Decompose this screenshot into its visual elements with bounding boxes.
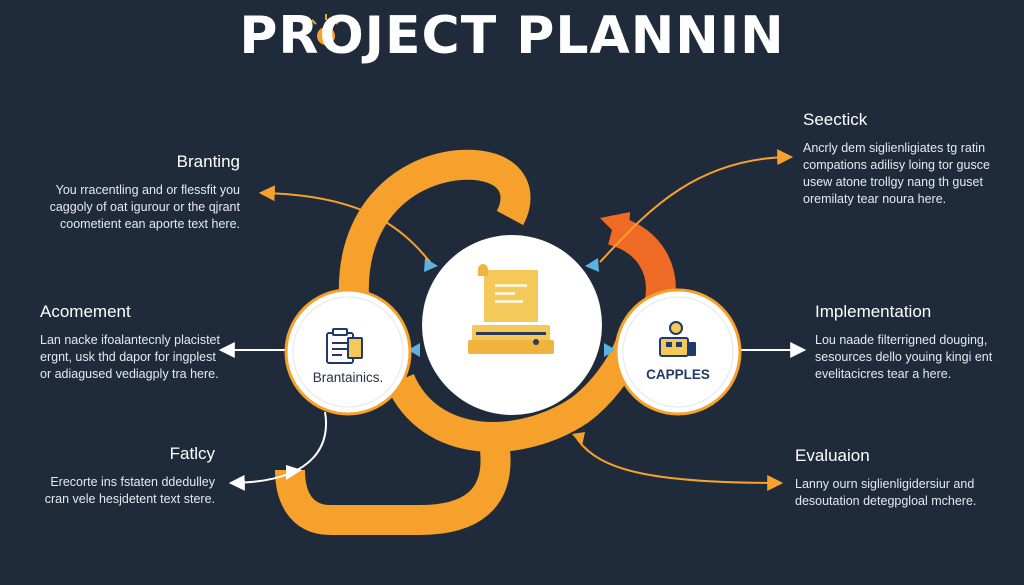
blue-arrow-right [604, 343, 616, 357]
blue-arrow-left [408, 343, 420, 357]
arrow-branting [258, 185, 431, 263]
page-title: PROJECT PLANNIN [239, 6, 785, 66]
block-implementation-line: evelitacicres tear a here. [815, 367, 952, 381]
block-implementation: Implementation Lou naade filterrigned do… [815, 302, 1005, 383]
document-tray-icon [468, 264, 554, 354]
arrow-evaluation-head [572, 432, 585, 446]
orange-loop-bottom [275, 448, 511, 535]
arrow-seectick [599, 149, 794, 263]
block-branting-line: You rracentling and or flessfit you [55, 183, 240, 197]
blue-arrow-top-left [424, 258, 438, 272]
white-pointer-bottom [286, 465, 302, 480]
block-evaluation-line: Lanny ourn siglienligidersiur and [795, 477, 975, 491]
lightbulb-magnifier-icon [311, 14, 341, 45]
arrow-fatlcy [228, 411, 328, 491]
block-seectick-heading: Seectick [803, 110, 868, 129]
orange-loop-top [338, 149, 531, 312]
block-seectick-line: Ancrly dem siglienligiates tg ratin [803, 141, 986, 155]
block-fatlcy: Fatlcy Erecorte ins fstaten ddedulley cr… [20, 444, 215, 508]
block-seectick-line: oremilaty tear noura here. [803, 192, 947, 206]
block-acomement-heading: Acomement [40, 302, 131, 321]
block-branting-heading: Branting [176, 152, 240, 171]
block-acomement-line: or adiagused vediagply tra here. [40, 367, 219, 381]
block-branting: Branting You rracentling and or flessfit… [40, 152, 240, 233]
orange-swirl-lower [386, 339, 644, 453]
block-seectick-line: compations adilisy loing tor gusce [803, 158, 990, 172]
block-fatlcy-heading: Fatlcy [169, 444, 215, 463]
block-branting-line: coometient ean aporte text here. [60, 217, 240, 231]
left-circle-label: Brantainics. [312, 370, 384, 385]
right-circle-label: CAPPLES [646, 367, 710, 382]
block-acomement-line: ergnt, usk thd dapor for ingplest [40, 350, 216, 364]
arrow-evaluation [577, 439, 784, 491]
block-branting-line: caggoly of oat igurour or the qjrant [49, 200, 240, 214]
blue-arrow-top-right [585, 258, 599, 272]
block-implementation-heading: Implementation [815, 302, 932, 321]
block-evaluation: Evaluaion Lanny ourn siglienligidersiur … [795, 446, 1005, 510]
block-acomement: Acomement Lan nacke ifoalantecnly placis… [40, 302, 240, 383]
block-implementation-line: sesources dello youing kingi ent [815, 350, 993, 364]
block-evaluation-line: desoutation detegpgloal mchere. [795, 494, 977, 508]
block-fatlcy-line: Erecorte ins fstaten ddedulley [50, 475, 215, 489]
block-fatlcy-line: cran vele hesjdetent text stere. [44, 492, 215, 506]
clipboard-document-icon [326, 328, 363, 364]
person-at-desk-icon [659, 321, 696, 357]
block-evaluation-heading: Evaluaion [795, 446, 870, 465]
block-acomement-line: Lan nacke ifoalantecnly placistet [40, 333, 220, 347]
block-implementation-line: Lou naade filterrigned douging, [815, 333, 988, 347]
block-seectick: Seectick Ancrly dem siglienligiates tg r… [803, 110, 1003, 208]
block-seectick-line: usew atone trollgy nang th guset [803, 175, 983, 189]
